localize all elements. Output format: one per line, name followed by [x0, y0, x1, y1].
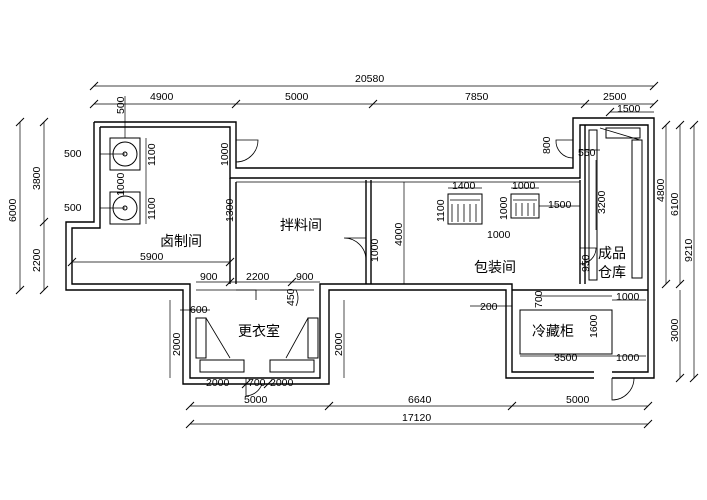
dim-top-4: 2500: [603, 91, 627, 103]
dim-sink2-h: 1100: [146, 197, 158, 220]
packing-table-2: [510, 193, 540, 219]
dim-mix-door-right: 900: [296, 271, 314, 283]
room-mixing: 拌料间: [280, 218, 322, 234]
dim-bot-total: 17120: [402, 412, 431, 424]
mix-pack-door: [343, 237, 367, 261]
dim-table-gap: 1500: [548, 199, 572, 211]
dimension-lines: [15, 81, 699, 429]
locker-bottom-door: [245, 378, 263, 397]
room-labels: 卤制间 拌料间 包装间 更衣室 成品 仓库 冷藏柜: [160, 218, 626, 340]
room-packing: 包装间: [474, 260, 516, 276]
dim-table2-w: 1000: [512, 180, 536, 192]
room-finished-1: 成品: [598, 246, 626, 262]
dimension-labels: 20580 4900 5000 7850 2500 1500 6000 3800…: [7, 73, 695, 424]
cold-cabinet: [519, 309, 613, 355]
dim-locker-b3: 2000: [270, 377, 294, 389]
finished-top-door: [555, 139, 574, 159]
locker-right: [307, 317, 319, 359]
dim-right-4: 3000: [669, 318, 681, 342]
dim-mix-door-left: 900: [200, 271, 218, 283]
dim-fin-h: 3200: [596, 190, 608, 214]
locker-left: [195, 317, 207, 359]
dim-brine-mix-wall: 1300: [224, 198, 236, 222]
dim-sink-gap: 1000: [115, 172, 127, 196]
dim-brine-door: 1000: [219, 142, 231, 166]
dim-top-3: 7850: [465, 91, 489, 103]
dim-locker-opening: 450: [285, 288, 297, 306]
dim-fin-w: 550: [578, 147, 596, 159]
dim-left-inner-top: 3800: [31, 166, 43, 190]
dim-cold-h: 1600: [588, 314, 600, 338]
dim-top-2: 5000: [285, 91, 309, 103]
room-finished-2: 仓库: [598, 265, 626, 281]
brine-door: [235, 139, 259, 163]
dim-mix-pack-door: 1000: [369, 238, 381, 262]
finished-door: [579, 247, 597, 265]
dim-bot-3: 5000: [566, 394, 590, 406]
room-locker: 更衣室: [238, 323, 280, 340]
dim-top-5: 1500: [617, 103, 641, 115]
dim-table-spacing: 1000: [487, 229, 511, 241]
dim-cold-opening: 200: [480, 301, 498, 313]
dim-locker-h-right: 2000: [333, 332, 345, 356]
dim-brine-width: 5900: [140, 251, 164, 263]
room-cold: 冷藏柜: [532, 324, 574, 340]
dim-bot-1: 5000: [244, 394, 268, 406]
dim-table2-h: 1000: [498, 196, 510, 220]
packing-table-1: [447, 193, 483, 225]
dim-pack-door: 950: [580, 254, 592, 272]
dim-fin-top-door: 800: [541, 136, 553, 154]
dim-cold-700: 700: [533, 290, 545, 308]
dim-sink-top: 500: [115, 96, 127, 114]
shelf-right: [631, 139, 643, 279]
dim-cold-w: 3500: [554, 352, 578, 364]
shelf-left: [588, 129, 598, 281]
dim-bot-2: 6640: [408, 394, 432, 406]
doors: [235, 139, 635, 401]
cold-door: [611, 377, 635, 401]
dim-locker-b2: 700: [248, 377, 266, 389]
dim-right-2: 6100: [669, 192, 681, 216]
room-brine: 卤制间: [160, 234, 202, 250]
dim-cold-bottom: 1000: [616, 352, 640, 364]
dim-left-outer: 6000: [7, 198, 19, 222]
dim-sink1-h: 1100: [146, 143, 158, 166]
dim-locker-h-left: 2000: [171, 332, 183, 356]
dim-locker-b1: 2000: [206, 377, 230, 389]
dim-top-total: 20580: [355, 73, 384, 85]
dim-locker-top-left: 600: [190, 304, 208, 316]
dim-right-1: 4800: [655, 178, 667, 202]
dim-sink1-left: 500: [64, 148, 82, 160]
dim-cold-top: 1000: [616, 291, 640, 303]
dim-pack-h: 4000: [393, 222, 405, 246]
dim-sink2-left: 500: [64, 202, 82, 214]
dim-table1-h: 1100: [435, 199, 447, 222]
dim-left-inner-bottom: 2200: [31, 248, 43, 272]
dim-mix-bottom: 2200: [246, 271, 270, 283]
locker-door: [236, 289, 299, 307]
dim-top-1: 4900: [150, 91, 174, 103]
dim-right-3: 9210: [683, 238, 695, 262]
dim-table1-w: 1400: [452, 180, 476, 192]
